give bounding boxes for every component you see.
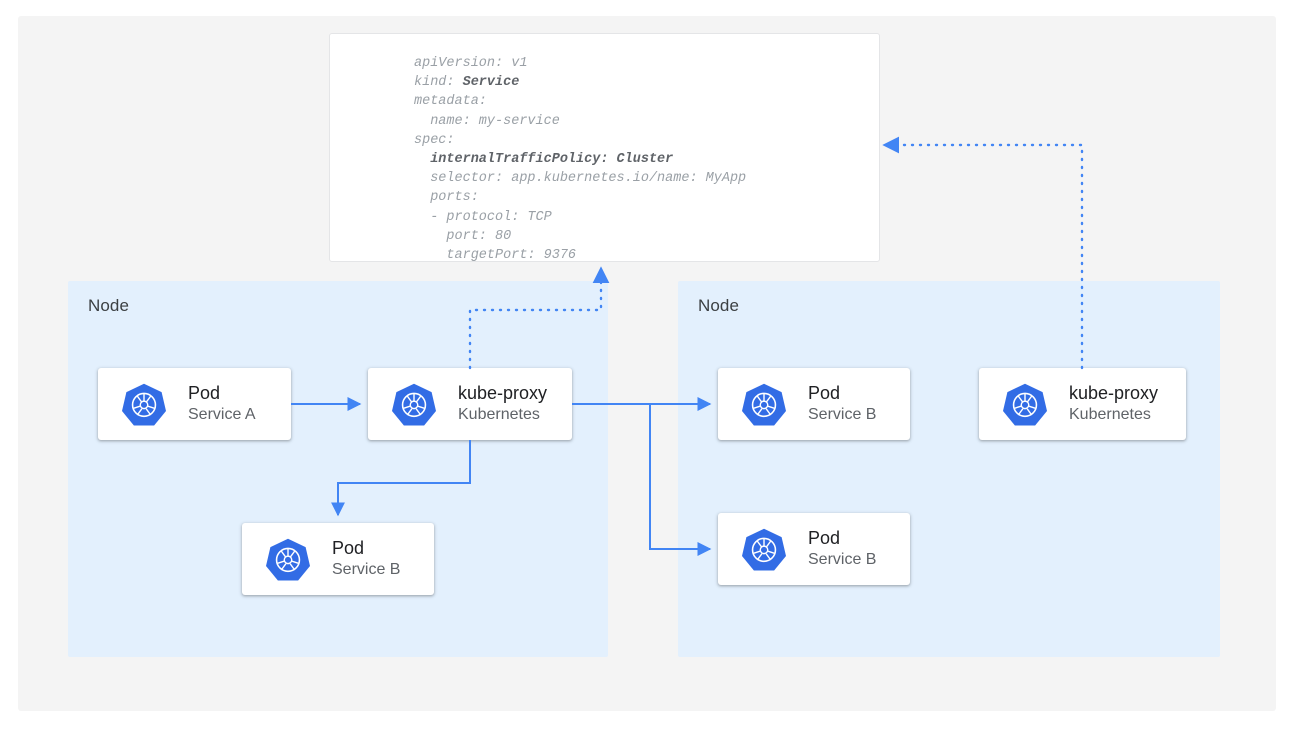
code-line: apiVersion: v1 [414, 56, 528, 71]
code-line: targetPort: 9376 [414, 248, 577, 264]
kubernetes-icon [266, 537, 310, 581]
card-subtitle: Service B [332, 561, 401, 579]
code-line: spec: [414, 132, 455, 148]
kubernetes-icon [742, 382, 786, 426]
code-line: name: my-service [414, 113, 560, 129]
code-line: ports: [414, 190, 479, 206]
card-subtitle: Service A [188, 406, 256, 424]
card-title: kube-proxy [458, 382, 548, 403]
kubernetes-icon [1003, 382, 1047, 426]
card-subtitle: Kubernetes [1069, 406, 1151, 424]
service-manifest-box: apiVersion: v1 kind: Service metadata: n… [329, 33, 880, 265]
code-line: port: 80 [414, 228, 512, 244]
card-pod-service-b-left[interactable]: Pod Service B [242, 523, 434, 595]
card-text: Pod Service B [808, 528, 876, 570]
code-line: internalTrafficPolicy: Cluster [414, 152, 674, 168]
card-subtitle: Service B [808, 406, 877, 424]
card-pod-service-b-top-right[interactable]: Pod Service B [718, 368, 910, 440]
kubernetes-icon [392, 382, 436, 426]
card-subtitle: Service B [808, 551, 877, 569]
card-text: Pod Service B [808, 383, 876, 425]
kubernetes-icon [742, 527, 786, 571]
card-title: Pod [188, 382, 221, 403]
code-line: - protocol: TCP [414, 209, 552, 225]
code-line: metadata: [414, 94, 487, 110]
node-label: Node [88, 296, 130, 315]
code-line: selector: app.kubernetes.io/name: MyApp [414, 171, 747, 187]
card-title: Pod [808, 382, 841, 403]
node-panel-right: Node [678, 281, 1220, 657]
card-pod-service-a[interactable]: Pod Service A [98, 368, 291, 440]
card-text: Pod Service A [188, 383, 256, 425]
card-text: kube-proxy Kubernetes [1069, 383, 1158, 425]
card-title: Pod [808, 527, 841, 548]
node-label: Node [698, 296, 740, 315]
node-panel-left: Node [68, 281, 608, 657]
card-text: Pod Service B [332, 538, 400, 580]
service-manifest-code: apiVersion: v1 kind: Service metadata: n… [414, 54, 746, 265]
card-title: Pod [332, 537, 365, 558]
kubernetes-icon [122, 382, 166, 426]
card-kube-proxy-left[interactable]: kube-proxy Kubernetes [368, 368, 572, 440]
card-subtitle: Kubernetes [458, 406, 540, 424]
diagram-canvas: Node Node apiVersion: v1 kind: Service m… [18, 16, 1276, 711]
card-kube-proxy-right[interactable]: kube-proxy Kubernetes [979, 368, 1186, 440]
card-title: kube-proxy [1069, 382, 1159, 403]
card-text: kube-proxy Kubernetes [458, 383, 547, 425]
card-pod-service-b-bottom-right[interactable]: Pod Service B [718, 513, 910, 585]
code-line: kind: Service [414, 75, 520, 91]
